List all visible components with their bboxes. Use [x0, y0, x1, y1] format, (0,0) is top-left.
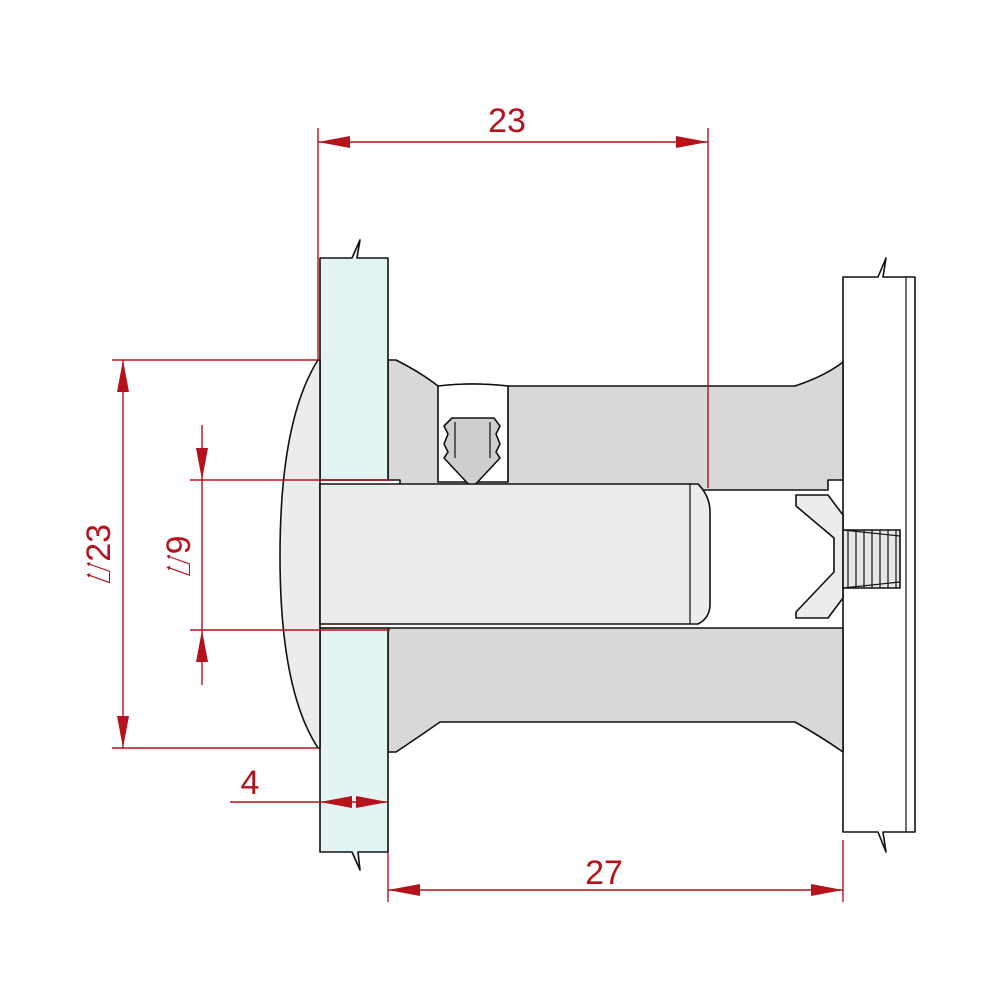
glass-pane	[319, 239, 389, 871]
outer-diameter-label: ⌰23	[80, 524, 118, 584]
dimension-glass-thickness: 4	[230, 764, 388, 808]
dimension-top: 23	[317, 102, 709, 488]
top-width-label: 23	[488, 102, 526, 140]
glass-thickness-label: 4	[241, 764, 260, 802]
bottom-width-label: 27	[585, 854, 623, 892]
central-pin	[319, 483, 711, 625]
barrel-lower	[387, 627, 844, 753]
wall-screw	[795, 494, 901, 619]
barrel-upper	[387, 359, 844, 491]
dome-cap	[279, 359, 321, 749]
dimension-inner-diameter: ⌰9	[160, 425, 390, 685]
inner-diameter-label: ⌰9	[160, 535, 198, 576]
dimension-outer-diameter: ⌰23	[80, 359, 318, 749]
dimension-bottom: 27	[387, 840, 844, 902]
